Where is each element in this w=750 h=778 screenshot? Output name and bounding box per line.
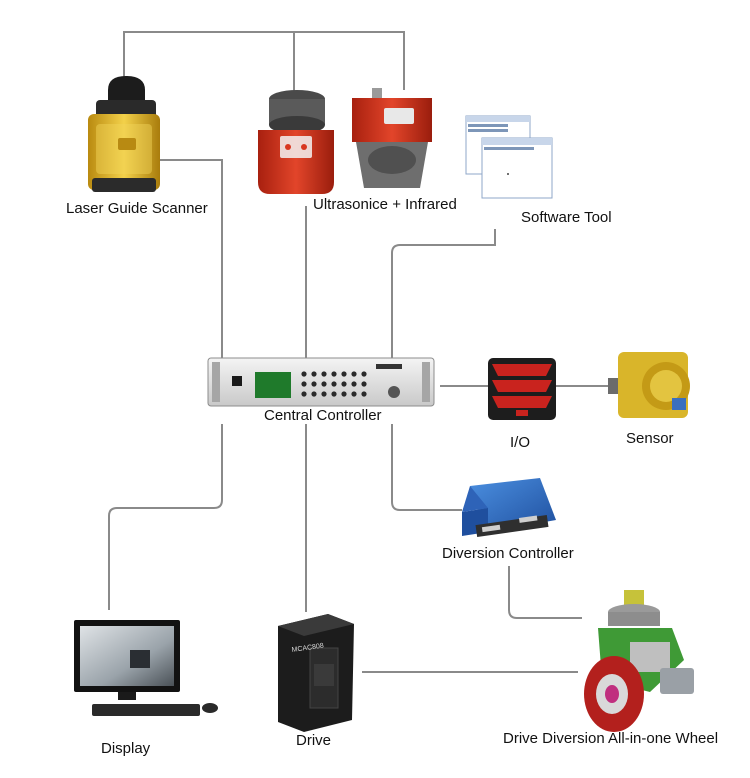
connector-scanner-controller — [160, 159, 223, 358]
label-drive: Drive — [296, 732, 332, 749]
connector-top-bus — [123, 31, 405, 94]
label-software-tool: Software Tool — [521, 209, 612, 226]
keypad-button — [351, 371, 357, 377]
keypad-button — [351, 381, 357, 387]
controller-lcd — [255, 372, 291, 398]
keypad-button — [361, 381, 367, 387]
label-io: I/O — [510, 434, 531, 451]
label-sensor: Sensor — [626, 430, 674, 447]
connectors — [108, 31, 608, 673]
io-module-device — [488, 358, 556, 420]
keypad-button — [311, 381, 317, 387]
keypad-button — [341, 381, 347, 387]
keypad-button — [311, 391, 317, 397]
keypad-button — [301, 391, 307, 397]
keypad-button — [321, 391, 327, 397]
keypad-button — [341, 391, 347, 397]
scanner-head — [108, 76, 145, 104]
keypad-button — [331, 391, 337, 397]
scanner-window — [96, 100, 156, 118]
scanner-body — [88, 114, 160, 190]
keypad-button — [361, 391, 367, 397]
label-display: Display — [101, 740, 151, 757]
laser-scanner-device — [88, 76, 160, 192]
sensor-device — [608, 352, 690, 418]
keypad-button — [361, 371, 367, 377]
monitor-screen — [80, 626, 174, 686]
ultrasonic-sensor-device — [258, 90, 334, 194]
controller-keypad — [301, 371, 367, 397]
keypad-button — [331, 381, 337, 387]
keypad-button — [351, 391, 357, 397]
label-central-controller: Central Controller — [264, 407, 382, 424]
keypad-button — [321, 371, 327, 377]
connector-software-controller — [391, 229, 496, 358]
keypad-button — [321, 381, 327, 387]
connector-diversion-wheel — [508, 566, 582, 619]
central-controller-device — [207, 357, 435, 407]
connector-controller-display — [108, 424, 223, 610]
ultrasonic-body — [258, 130, 334, 194]
diversion-controller-device — [462, 478, 556, 537]
keypad-button — [301, 371, 307, 377]
infrared-sensor-device — [352, 88, 432, 188]
keypad-button — [341, 371, 347, 377]
label-laser-guide-scanner: Laser Guide Scanner — [66, 200, 208, 217]
drive-device: MCAC808 — [278, 614, 354, 732]
label-ultrasonic-infrared: Ultrasonice + Infrared — [313, 196, 457, 213]
keypad-button — [311, 371, 317, 377]
connector-controller-diversion — [391, 424, 462, 511]
software-tool-windows — [465, 115, 553, 199]
wheel-device — [584, 590, 694, 732]
keypad-button — [331, 371, 337, 377]
power-switch — [232, 376, 242, 386]
keypad-button — [301, 381, 307, 387]
display-device — [74, 620, 218, 716]
controller-knob — [388, 386, 400, 398]
label-drive-diversion-wheel: Drive Diversion All-in-one Wheel — [503, 730, 719, 747]
drive-model-label: MCAC808 — [291, 643, 324, 654]
label-diversion-controller: Diversion Controller — [442, 545, 574, 562]
